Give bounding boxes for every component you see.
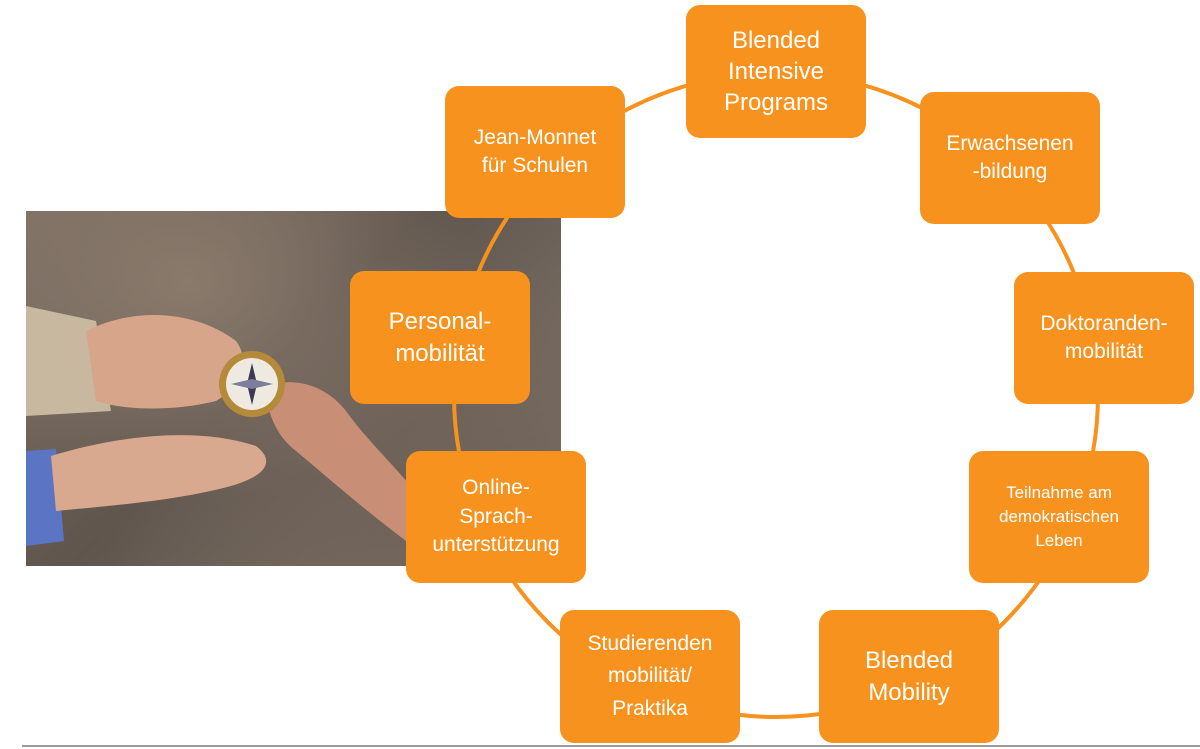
right-hand xyxy=(266,382,421,541)
node-doktorandenmobilitaet: Doktoranden- mobilität xyxy=(1014,272,1194,404)
node-erwachsenenbildung: Erwachsenen -bildung xyxy=(920,92,1100,224)
node-blended-intensive-programs: Blended Intensive Programs xyxy=(686,5,866,138)
node-online-sprachunterstuetzung: Online- Sprach- unterstützung xyxy=(406,451,586,583)
bottom-divider xyxy=(22,745,1200,747)
node-studierendenmobilitaet: Studierenden mobilität/ Praktika xyxy=(560,610,740,743)
node-personalmobilitaet: Personal- mobilität xyxy=(350,271,530,404)
compass-hands-illustration xyxy=(26,306,421,546)
node-jean-monnet: Jean-Monnet für Schulen xyxy=(445,86,625,218)
node-teilnahme-demokratisches-leben: Teilnahme am demokratischen Leben xyxy=(969,451,1149,583)
lower-hand xyxy=(51,435,267,511)
node-blended-mobility: Blended Mobility xyxy=(819,610,999,743)
compass-cross xyxy=(231,379,273,389)
upper-hand xyxy=(86,314,244,409)
